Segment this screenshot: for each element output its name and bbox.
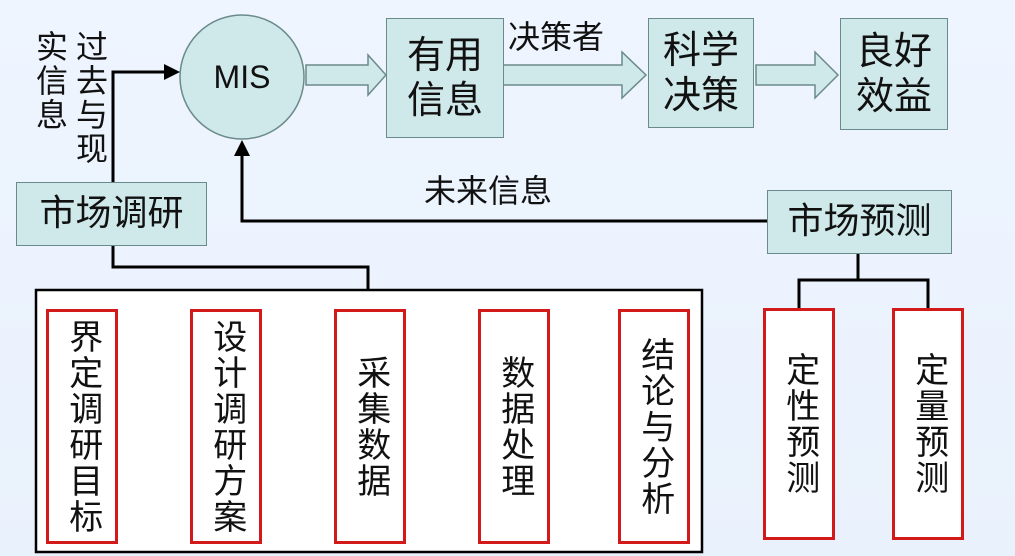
- future-info-label: 未来信息: [424, 172, 553, 210]
- step-collect-data: 采集数据: [334, 309, 406, 544]
- connector-forecast-to-mis: [240, 150, 767, 223]
- arrow-mis-to-info: [305, 53, 388, 97]
- connector-forecast-right: [858, 278, 930, 308]
- method-qualitative: 定性预测: [763, 308, 835, 540]
- good-benefit-box: 良好效益: [840, 18, 948, 130]
- arrow-info-to-decision: [502, 50, 648, 100]
- mis-label: MIS: [213, 58, 271, 95]
- method-qualitative-text: 定性预测: [779, 352, 820, 496]
- connector-research-to-steps: [111, 246, 370, 290]
- step-collect-data-text: 采集数据: [350, 354, 391, 499]
- arrowhead-into-mis-bottom: [234, 140, 250, 156]
- step-define-objective: 界定调研目标: [46, 309, 118, 544]
- scientific-decision-text: 科学决策: [662, 28, 739, 117]
- step-define-objective-text: 界定调研目标: [62, 318, 103, 535]
- market-forecast-text: 市场预测: [787, 200, 932, 242]
- arrow-decision-to-benefit: [755, 50, 840, 100]
- scientific-decision-box: 科学决策: [648, 18, 754, 128]
- useful-info-box: 有用信息: [386, 18, 504, 138]
- step-process-data: 数据处理: [478, 309, 550, 544]
- good-benefit-text: 良好效益: [855, 29, 932, 118]
- step-process-data-text: 数据处理: [494, 354, 535, 499]
- step-conclusion: 结论与分析: [618, 309, 690, 544]
- step-conclusion-text: 结论与分析: [634, 336, 675, 517]
- connector-research-to-mis: [111, 70, 170, 182]
- step-design-plan-text: 设计调研方案: [206, 318, 247, 535]
- method-quantitative: 定量预测: [892, 308, 964, 540]
- method-quantitative-text: 定量预测: [908, 352, 949, 496]
- market-research-box: 市场调研: [16, 182, 207, 246]
- decision-maker-label: 决策者: [508, 18, 605, 56]
- step-design-plan: 设计调研方案: [190, 309, 262, 544]
- arrowhead-into-mis-left: [164, 64, 180, 80]
- connector-forecast-split: [797, 254, 860, 308]
- useful-info-text: 有用信息: [406, 33, 483, 122]
- past-present-info-label: 过去与现实信息: [31, 30, 109, 166]
- market-research-text: 市场调研: [39, 192, 184, 234]
- mis-node: [179, 14, 305, 140]
- market-forecast-box: 市场预测: [767, 190, 952, 254]
